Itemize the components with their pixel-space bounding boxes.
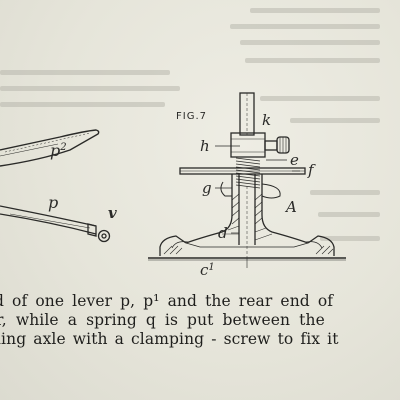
label-v: v (108, 204, 117, 222)
label-p2: p2 (50, 141, 67, 160)
figure-title: FIG.7 (176, 111, 207, 122)
label-d: d (218, 224, 228, 242)
lever-p (0, 205, 111, 243)
text-line-3: ling axle with a clamping - screw to fix… (0, 330, 339, 348)
label-k: k (262, 111, 271, 129)
label-g: g (202, 179, 212, 197)
label-h: h (200, 137, 210, 155)
label-c1: c1 (200, 261, 215, 279)
mechanism-fig7 (148, 92, 346, 268)
text-line-1: d of one lever p, p¹ and the rear end of (0, 292, 334, 310)
label-A: A (284, 198, 297, 216)
text-line-2: r, while a spring q is put between the (0, 311, 325, 329)
lever-p2 (0, 129, 100, 167)
body-text: d of one lever p, p¹ and the rear end of… (0, 292, 400, 349)
label-e: e (290, 151, 299, 169)
label-p: p (48, 193, 58, 212)
label-f: f (307, 161, 316, 179)
